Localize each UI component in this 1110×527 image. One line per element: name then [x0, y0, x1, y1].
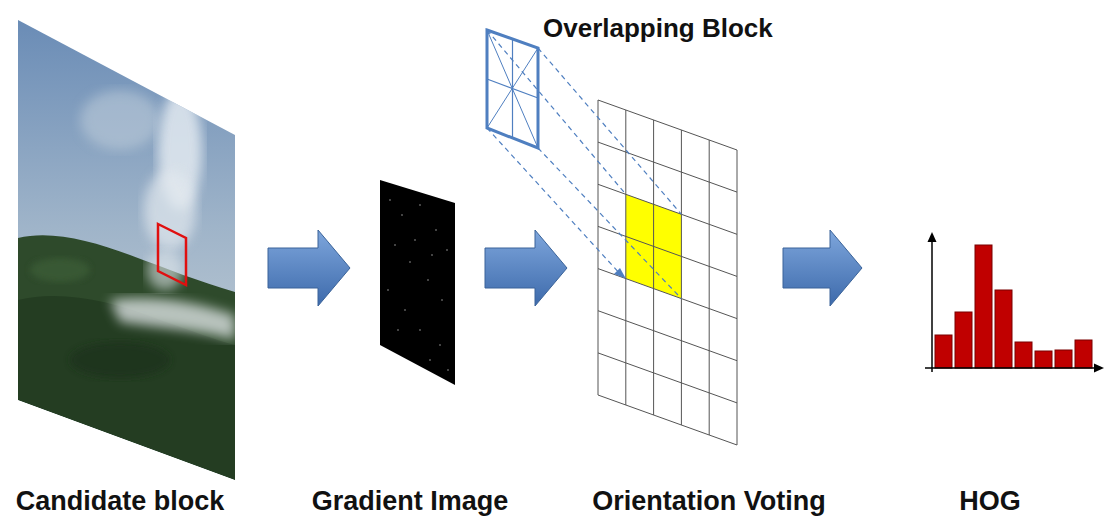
pipeline-stage: Orientation Voting: [598, 100, 737, 445]
landscape-photo: [18, 20, 235, 480]
gradient-image: [380, 180, 455, 385]
stage-caption: HOG: [959, 486, 1021, 517]
pipeline-stage: Gradient Image: [380, 180, 455, 385]
pipeline-stage: HOG: [925, 230, 1100, 370]
stage-caption: Gradient Image: [312, 486, 509, 517]
candidate-box: [158, 224, 186, 285]
histogram: [925, 232, 1104, 373]
projection-arrowhead: [614, 268, 626, 279]
block-arrow: [268, 230, 350, 306]
part-label: Overlapping Block: [541, 14, 775, 44]
gradient-speckles: [387, 199, 449, 371]
overlapping-block: [487, 30, 538, 148]
stage-caption: Candidate block: [16, 486, 225, 517]
block-arrow: [783, 230, 862, 306]
cell-grid: [598, 100, 737, 445]
block-arrow: [485, 230, 567, 306]
stage-caption: Orientation Voting: [592, 486, 825, 517]
pipeline-stage: Candidate block: [18, 20, 235, 480]
